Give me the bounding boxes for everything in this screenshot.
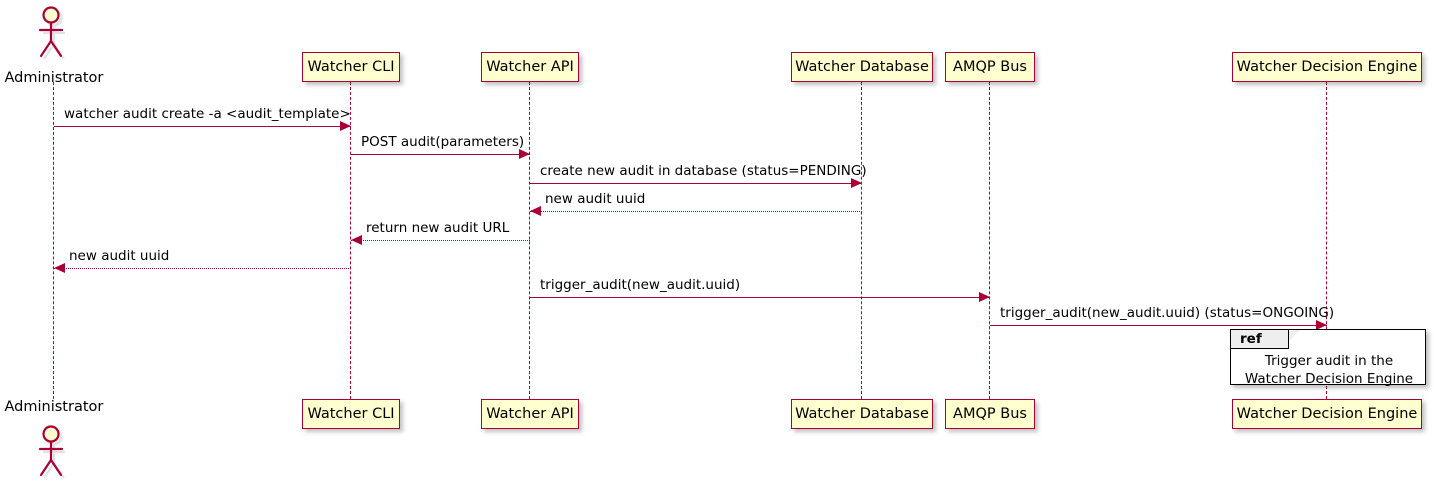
message-arrowhead-5 — [351, 235, 362, 246]
participant-label: Watcher API — [486, 58, 574, 75]
lifeline-watcher-decision-engine — [1326, 82, 1328, 399]
message-label-3: create new audit in database (status=PEN… — [540, 163, 867, 179]
participant-label: AMQP Bus — [953, 58, 1027, 75]
message-line-6 — [54, 268, 351, 269]
message-line-3 — [530, 183, 862, 184]
message-label-1: watcher audit create -a <audit_template> — [64, 106, 351, 122]
message-line-5 — [351, 240, 530, 241]
actor-stick-figure-icon — [38, 425, 65, 479]
actor-label-administrator-bottom: Administrator — [4, 399, 104, 415]
participant-label: Watcher Database — [795, 58, 929, 75]
participant-label: Watcher API — [486, 405, 574, 422]
participant-box-watcher-database-top[interactable]: Watcher Database — [791, 52, 933, 82]
actor-stick-figure-icon — [38, 6, 65, 60]
lifeline-administrator — [53, 82, 55, 399]
message-line-8 — [990, 325, 1327, 326]
message-arrowhead-3 — [851, 178, 862, 189]
lifeline-watcher-cli — [350, 82, 352, 399]
participant-box-watcher-database-bottom[interactable]: Watcher Database — [791, 399, 933, 429]
participant-box-watcher-cli-top[interactable]: Watcher CLI — [302, 52, 400, 82]
message-label-4: new audit uuid — [545, 191, 646, 207]
participant-label: AMQP Bus — [953, 405, 1027, 422]
message-label-5: return new audit URL — [366, 220, 510, 236]
message-arrowhead-1 — [340, 121, 351, 132]
participant-label: Watcher Database — [795, 405, 929, 422]
actor-administrator-top — [37, 6, 71, 62]
fragment-tab-corner — [1289, 330, 1300, 341]
message-arrowhead-2 — [519, 149, 530, 160]
actor-administrator-bottom — [37, 425, 71, 481]
participant-label: Watcher CLI — [307, 405, 395, 422]
message-label-2: POST audit(parameters) — [361, 134, 525, 150]
participant-label: Watcher Decision Engine — [1236, 405, 1418, 422]
message-line-2 — [351, 154, 530, 155]
message-line-7 — [530, 297, 990, 298]
fragment-body-ref-trigger-audit: Trigger audit in the Watcher Decision En… — [1244, 353, 1414, 388]
message-label-6: new audit uuid — [69, 248, 170, 264]
message-arrowhead-8 — [1316, 320, 1327, 331]
participant-box-watcher-decision-engine-bottom[interactable]: Watcher Decision Engine — [1232, 399, 1422, 429]
fragment-tab-ref-trigger-audit: ref — [1231, 330, 1289, 349]
message-arrowhead-6 — [54, 263, 65, 274]
participant-box-amqp-bus-bottom[interactable]: AMQP Bus — [945, 399, 1035, 429]
participant-box-watcher-decision-engine-top[interactable]: Watcher Decision Engine — [1232, 52, 1422, 82]
participant-box-watcher-api-top[interactable]: Watcher API — [481, 52, 579, 82]
actor-label-administrator-top: Administrator — [4, 70, 104, 86]
message-line-1 — [54, 126, 351, 127]
lifeline-watcher-database — [861, 82, 863, 399]
message-line-4 — [530, 211, 862, 212]
participant-label: Watcher Decision Engine — [1236, 58, 1418, 75]
lifeline-amqp-bus — [989, 82, 991, 399]
participant-box-amqp-bus-top[interactable]: AMQP Bus — [945, 52, 1035, 82]
message-label-7: trigger_audit(new_audit.uuid) — [540, 277, 741, 293]
participant-box-watcher-cli-bottom[interactable]: Watcher CLI — [302, 399, 400, 429]
message-arrowhead-7 — [979, 292, 990, 303]
message-arrowhead-4 — [530, 206, 541, 217]
participant-label: Watcher CLI — [307, 58, 395, 75]
message-label-8: trigger_audit(new_audit.uuid) (status=ON… — [1000, 305, 1335, 321]
participant-box-watcher-api-bottom[interactable]: Watcher API — [481, 399, 579, 429]
